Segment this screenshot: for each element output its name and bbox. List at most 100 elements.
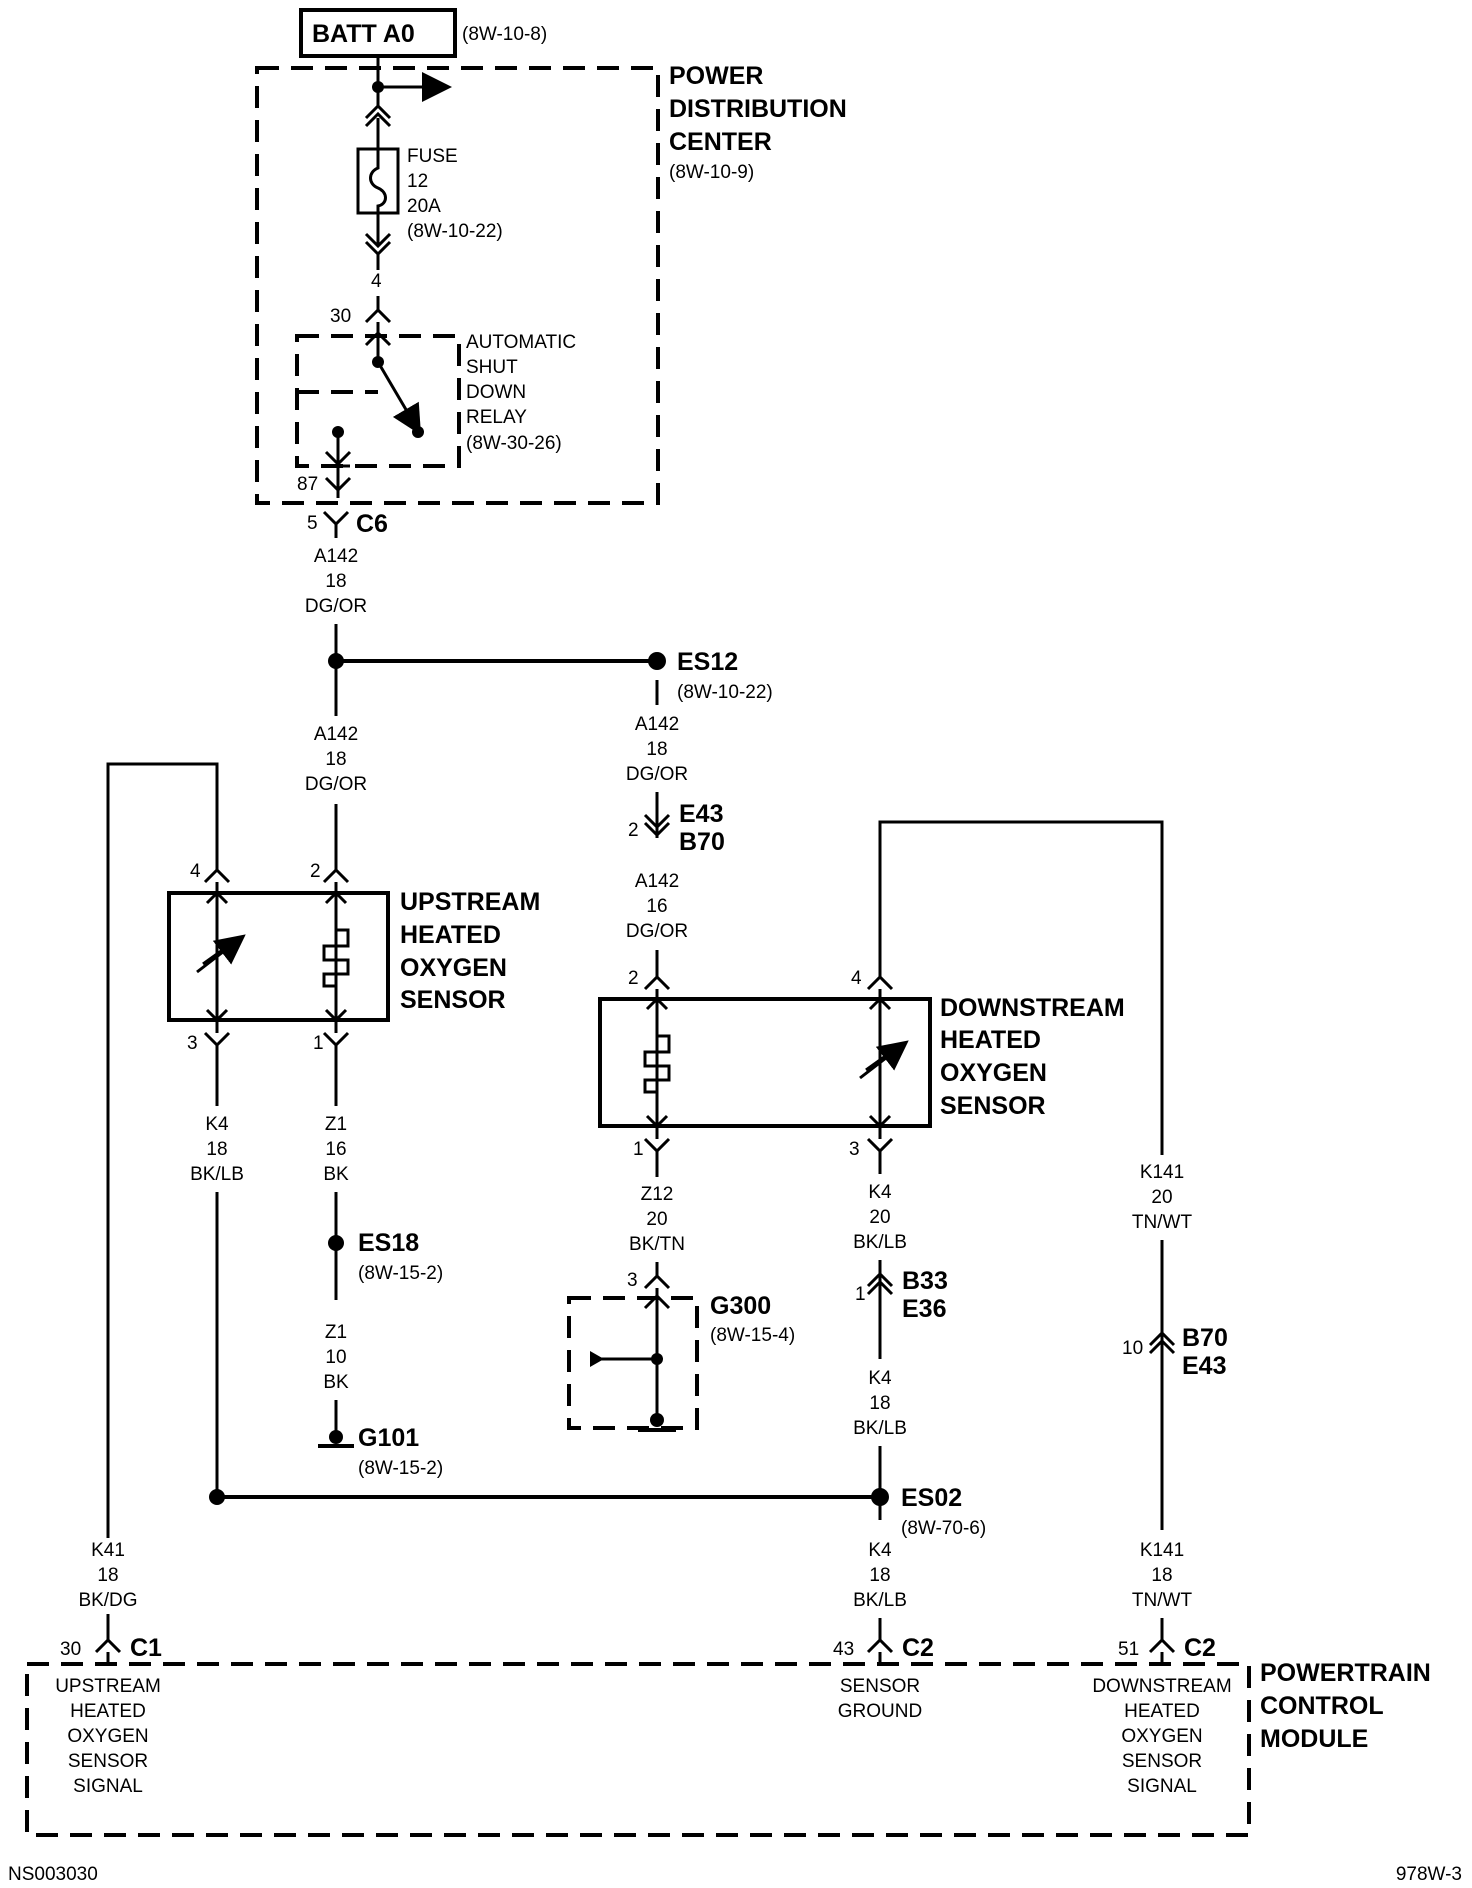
svg-text:FUSE: FUSE (407, 146, 458, 167)
wire-z1-low: Z1 10 BK (323, 1322, 349, 1393)
svg-text:3: 3 (849, 1139, 860, 1160)
svg-text:BK: BK (323, 1164, 349, 1185)
ground-g101: G101 (8W-15-2) (318, 1424, 443, 1479)
svg-text:DOWN: DOWN (466, 382, 526, 403)
svg-text:SIGNAL: SIGNAL (1127, 1776, 1197, 1797)
svg-text:GROUND: GROUND (838, 1701, 922, 1722)
svg-text:A142: A142 (314, 724, 358, 745)
downstream-heated-oxygen-sensor: 2 4 DOWNSTREAM HEATED OXYGEN SENSOR 1 3 (598, 968, 1125, 1160)
svg-text:BK/LB: BK/LB (190, 1164, 244, 1185)
svg-text:4: 4 (851, 968, 862, 989)
svg-text:OXYGEN: OXYGEN (940, 1059, 1047, 1087)
wire-k141-low: K141 18 TN/WT (1132, 1540, 1193, 1611)
svg-text:SENSOR: SENSOR (940, 1092, 1046, 1120)
svg-text:RELAY: RELAY (466, 407, 527, 428)
svg-text:10: 10 (1122, 1338, 1143, 1359)
svg-text:A142: A142 (635, 871, 679, 892)
wire-k4-dn: K4 20 BK/LB (853, 1182, 907, 1253)
svg-text:SENSOR: SENSOR (840, 1676, 920, 1697)
svg-text:Z1: Z1 (325, 1322, 347, 1343)
svg-text:3: 3 (187, 1033, 198, 1054)
svg-text:K4: K4 (868, 1368, 892, 1389)
svg-text:SENSOR: SENSOR (68, 1751, 148, 1772)
svg-text:A142: A142 (314, 546, 358, 567)
svg-text:2: 2 (628, 820, 639, 841)
svg-text:OXYGEN: OXYGEN (67, 1726, 148, 1747)
svg-text:MODULE: MODULE (1260, 1725, 1368, 1753)
svg-text:43: 43 (833, 1639, 854, 1660)
pcm-connector-c2-ground: 43 C2 SENSOR GROUND (833, 1634, 934, 1722)
svg-text:(8W-10-8): (8W-10-8) (462, 24, 547, 45)
svg-text:SENSOR: SENSOR (400, 986, 506, 1014)
wire-z12: Z12 20 BK/TN (629, 1184, 685, 1255)
svg-text:K4: K4 (205, 1114, 229, 1135)
svg-text:B70: B70 (1182, 1324, 1228, 1352)
svg-text:K4: K4 (868, 1182, 892, 1203)
svg-text:20: 20 (646, 1209, 667, 1230)
svg-text:OXYGEN: OXYGEN (400, 954, 507, 982)
svg-text:HEATED: HEATED (70, 1701, 146, 1722)
svg-text:30: 30 (60, 1639, 81, 1660)
svg-text:(8W-10-9): (8W-10-9) (669, 162, 754, 183)
svg-text:DOWNSTREAM: DOWNSTREAM (1092, 1676, 1231, 1697)
fuse-12: FUSE 12 20A (8W-10-22) (356, 118, 503, 257)
svg-text:POWER: POWER (669, 62, 763, 90)
svg-text:20: 20 (1151, 1187, 1172, 1208)
svg-text:BATT A0: BATT A0 (312, 20, 415, 48)
svg-text:E43: E43 (679, 800, 723, 828)
svg-text:16: 16 (646, 896, 667, 917)
svg-text:(8W-15-2): (8W-15-2) (358, 1263, 443, 1284)
svg-text:DG/OR: DG/OR (305, 774, 367, 795)
svg-text:C2: C2 (1184, 1634, 1216, 1662)
connector-b70-e43: 10 B70 E43 (1122, 1324, 1228, 1380)
pcm-connector-c1: 30 C1 UPSTREAM HEATED OXYGEN SENSOR SIGN… (55, 1634, 162, 1797)
svg-text:TN/WT: TN/WT (1132, 1590, 1193, 1611)
svg-text:HEATED: HEATED (400, 921, 501, 949)
svg-text:B33: B33 (902, 1267, 948, 1295)
figure-id-right: 978W-3 (1396, 1864, 1462, 1885)
svg-text:SENSOR: SENSOR (1122, 1751, 1202, 1772)
figure-id-left: NS003030 (8, 1864, 98, 1885)
svg-text:18: 18 (869, 1393, 890, 1414)
svg-text:B70: B70 (679, 828, 725, 856)
svg-text:SIGNAL: SIGNAL (73, 1776, 143, 1797)
svg-text:UPSTREAM: UPSTREAM (400, 888, 540, 916)
connector-c6: 5 C6 (307, 510, 388, 538)
svg-text:18: 18 (1151, 1565, 1172, 1586)
svg-text:AUTOMATIC: AUTOMATIC (466, 332, 576, 353)
svg-text:51: 51 (1118, 1639, 1139, 1660)
batt-a0: BATT A0 (8W-10-8) (299, 8, 547, 58)
svg-text:DG/OR: DG/OR (626, 764, 688, 785)
svg-text:K141: K141 (1140, 1540, 1184, 1561)
wire-k4-mid: K4 18 BK/LB (853, 1368, 907, 1439)
svg-text:18: 18 (646, 739, 667, 760)
svg-text:OXYGEN: OXYGEN (1121, 1726, 1202, 1747)
svg-text:DG/OR: DG/OR (305, 596, 367, 617)
svg-text:4: 4 (371, 271, 382, 292)
svg-text:(8W-30-26): (8W-30-26) (466, 433, 562, 454)
svg-text:C2: C2 (902, 1634, 934, 1662)
wire-k4-low: K4 18 BK/LB (853, 1540, 907, 1611)
svg-text:A142: A142 (635, 714, 679, 735)
svg-text:18: 18 (869, 1565, 890, 1586)
wire-k141-up: K141 20 TN/WT (1132, 1162, 1193, 1233)
svg-text:CONTROL: CONTROL (1260, 1692, 1384, 1720)
svg-text:DOWNSTREAM: DOWNSTREAM (940, 994, 1125, 1022)
svg-text:DG/OR: DG/OR (626, 921, 688, 942)
svg-text:POWERTRAIN: POWERTRAIN (1260, 1659, 1431, 1687)
svg-text:C1: C1 (130, 1634, 162, 1662)
svg-text:K141: K141 (1140, 1162, 1184, 1183)
svg-text:30: 30 (330, 306, 351, 327)
svg-text:18: 18 (325, 749, 346, 770)
svg-text:E36: E36 (902, 1295, 946, 1323)
wire-z1-up: Z1 16 BK (323, 1114, 349, 1185)
svg-text:20: 20 (869, 1207, 890, 1228)
svg-text:C6: C6 (356, 510, 388, 538)
svg-text:SHUT: SHUT (466, 357, 518, 378)
pcm-connector-c2-downstream: 51 C2 DOWNSTREAM HEATED OXYGEN SENSOR SI… (1092, 1634, 1231, 1797)
svg-text:(8W-70-6): (8W-70-6) (901, 1518, 986, 1539)
svg-text:BK: BK (323, 1372, 349, 1393)
splice-es18: ES18 (8W-15-2) (328, 1229, 443, 1284)
svg-text:10: 10 (325, 1347, 346, 1368)
svg-text:UPSTREAM: UPSTREAM (55, 1676, 161, 1697)
